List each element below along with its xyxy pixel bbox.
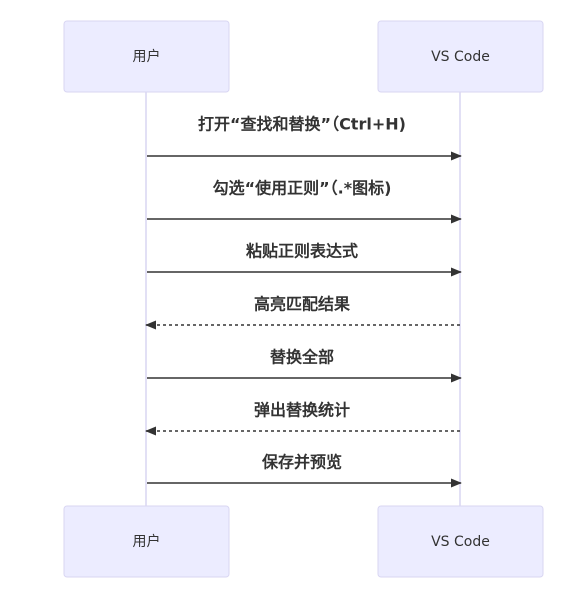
message-save-preview: 保存并预览 xyxy=(147,453,462,488)
message-show-replace-stats-label: 弹出替换统计 xyxy=(254,401,350,420)
actor-vscode-top: VS Code xyxy=(377,20,544,93)
message-enable-regex: 勾选“使用正则”（.*图标) xyxy=(147,179,462,224)
message-show-replace-stats: 弹出替换统计 xyxy=(145,401,460,436)
actor-vscode-bottom: VS Code xyxy=(377,505,544,578)
actor-user-top-label: 用户 xyxy=(133,48,161,65)
message-open-find-replace-label: 打开“查找和替换”（Ctrl+H) xyxy=(198,115,406,134)
actor-user-bottom-label: 用户 xyxy=(133,533,161,550)
actor-user-top: 用户 xyxy=(63,20,230,93)
actor-user-bottom: 用户 xyxy=(63,505,230,578)
message-replace-all-label: 替换全部 xyxy=(270,348,334,367)
message-paste-regex-label: 粘贴正则表达式 xyxy=(246,242,358,261)
message-enable-regex-label: 勾选“使用正则”（.*图标) xyxy=(213,179,392,198)
message-paste-regex: 粘贴正则表达式 xyxy=(147,242,462,277)
message-open-find-replace: 打开“查找和替换”（Ctrl+H) xyxy=(147,115,462,161)
actor-vscode-top-label: VS Code xyxy=(431,49,490,65)
message-replace-all: 替换全部 xyxy=(147,348,462,383)
message-save-preview-label: 保存并预览 xyxy=(261,453,342,472)
message-highlight-matches-label: 高亮匹配结果 xyxy=(254,295,350,314)
message-highlight-matches: 高亮匹配结果 xyxy=(145,295,460,330)
actor-vscode-bottom-label: VS Code xyxy=(431,534,490,550)
